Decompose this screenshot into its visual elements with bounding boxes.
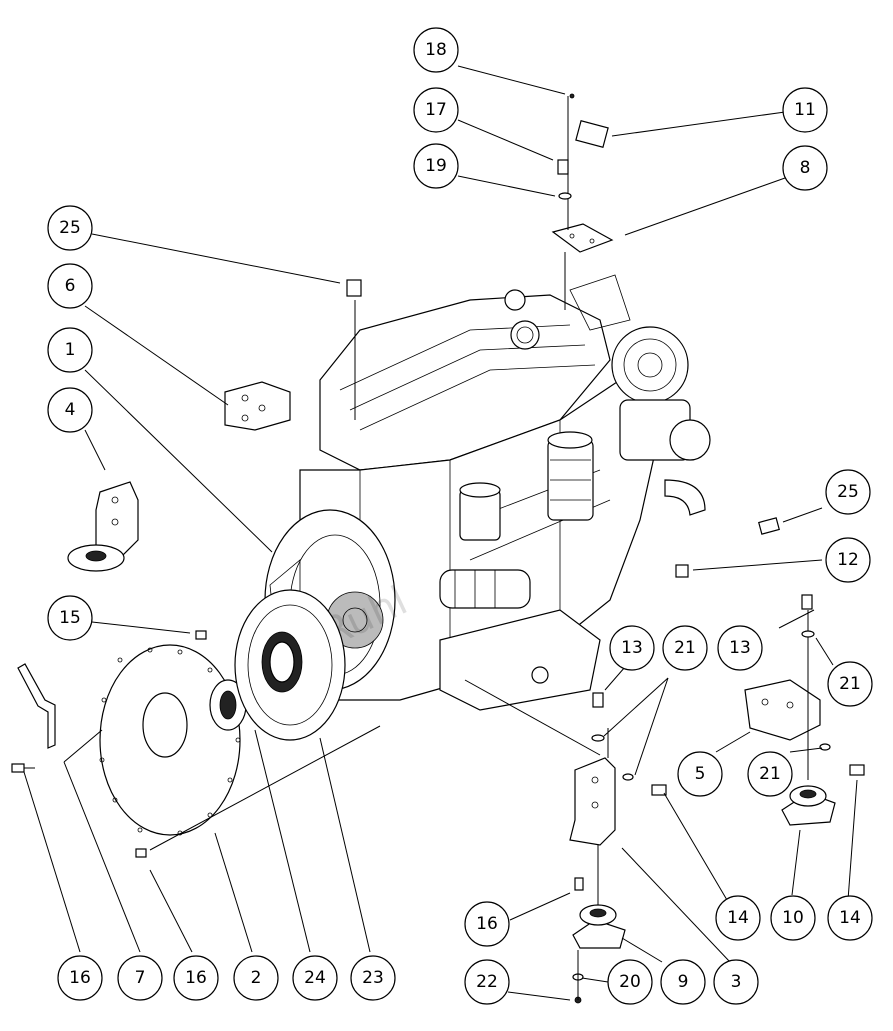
callout-21-right: 21 xyxy=(827,661,873,707)
svg-text:21: 21 xyxy=(839,674,861,694)
part-11-relay xyxy=(575,119,609,149)
svg-text:21: 21 xyxy=(759,764,781,784)
svg-text:14: 14 xyxy=(839,908,861,928)
part-3-mount-bracket xyxy=(569,757,616,846)
part-2-clutch-plate xyxy=(99,644,241,836)
part-24-hub xyxy=(209,679,247,731)
part-10-rubber-mount xyxy=(781,785,836,826)
part-7-bracket xyxy=(17,663,56,749)
callout-16-mid: 16 xyxy=(464,901,510,947)
callout-20: 20 xyxy=(607,959,653,1005)
callout-16-center: 16 xyxy=(173,955,219,1001)
callout-3: 3 xyxy=(713,959,759,1005)
svg-text:25: 25 xyxy=(837,482,859,502)
callout-5: 5 xyxy=(677,751,723,797)
callout-11: 11 xyxy=(782,87,828,133)
part-23-pressure-plate xyxy=(234,589,346,741)
svg-text:4: 4 xyxy=(65,400,76,420)
svg-text:3: 3 xyxy=(731,972,742,992)
svg-text:17: 17 xyxy=(425,100,447,120)
callout-21-low: 21 xyxy=(747,751,793,797)
svg-text:16: 16 xyxy=(185,968,207,988)
svg-text:16: 16 xyxy=(69,968,91,988)
callout-22: 22 xyxy=(464,959,510,1005)
callout-6: 6 xyxy=(47,263,93,309)
svg-text:15: 15 xyxy=(59,608,81,628)
svg-text:24: 24 xyxy=(304,968,326,988)
callout-4: 4 xyxy=(47,387,93,433)
svg-text:11: 11 xyxy=(794,100,816,120)
callout-2: 2 xyxy=(233,955,279,1001)
svg-text:1: 1 xyxy=(65,340,76,360)
svg-text:7: 7 xyxy=(135,968,146,988)
callout-12: 12 xyxy=(825,537,871,583)
engine-assembly xyxy=(264,252,711,711)
callout-15: 15 xyxy=(47,595,93,641)
callout-10: 10 xyxy=(770,895,816,941)
callout-24: 24 xyxy=(292,955,338,1001)
svg-text:16: 16 xyxy=(476,914,498,934)
callout-25-right: 25 xyxy=(825,469,871,515)
bolts-left xyxy=(11,630,207,858)
svg-text:9: 9 xyxy=(678,972,689,992)
leader-lines xyxy=(23,65,858,1001)
callout-14-right: 14 xyxy=(827,895,873,941)
svg-text:5: 5 xyxy=(695,764,706,784)
callout-14-mid: 14 xyxy=(715,895,761,941)
callout-8: 8 xyxy=(782,145,828,191)
callout-17: 17 xyxy=(413,87,459,133)
part-5-mount-bracket xyxy=(744,679,821,741)
callout-21-mid: 21 xyxy=(662,625,708,671)
callout-23: 23 xyxy=(350,955,396,1001)
callout-25-top: 25 xyxy=(47,205,93,251)
svg-text:19: 19 xyxy=(425,156,447,176)
part-4-engine-mount xyxy=(67,481,139,572)
callout-19: 19 xyxy=(413,143,459,189)
svg-text:8: 8 xyxy=(800,158,811,178)
callout-16-left: 16 xyxy=(57,955,103,1001)
part-8-plate xyxy=(551,223,614,253)
svg-text:22: 22 xyxy=(476,972,498,992)
svg-text:12: 12 xyxy=(837,550,859,570)
svg-text:20: 20 xyxy=(619,972,641,992)
callout-1: 1 xyxy=(47,327,93,373)
part-9-rubber-mount xyxy=(572,904,626,949)
callout-13-mid: 13 xyxy=(609,625,655,671)
callout-18: 18 xyxy=(413,27,459,73)
svg-text:14: 14 xyxy=(727,908,749,928)
svg-text:21: 21 xyxy=(674,638,696,658)
svg-text:10: 10 xyxy=(782,908,804,928)
svg-text:2: 2 xyxy=(251,968,262,988)
svg-text:13: 13 xyxy=(729,638,751,658)
svg-text:25: 25 xyxy=(59,218,81,238)
svg-text:23: 23 xyxy=(362,968,384,988)
callout-7: 7 xyxy=(117,955,163,1001)
svg-text:18: 18 xyxy=(425,40,447,60)
part-6-mount-bracket xyxy=(224,381,291,431)
svg-text:6: 6 xyxy=(65,276,76,296)
svg-text:13: 13 xyxy=(621,638,643,658)
callout-13-right: 13 xyxy=(717,625,763,671)
callout-9: 9 xyxy=(660,959,706,1005)
